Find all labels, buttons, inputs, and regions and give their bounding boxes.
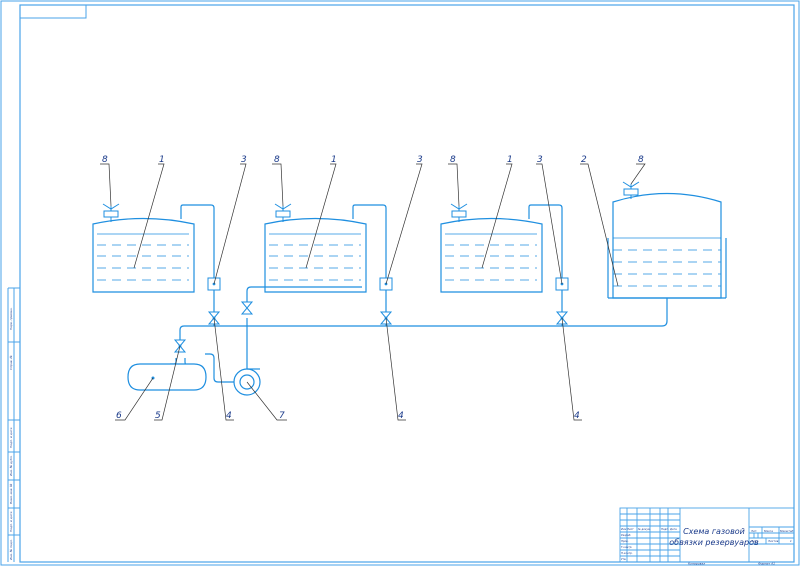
- tb-lit: Лит.: [750, 529, 758, 533]
- side-podp-data-1: Подп. и дата: [9, 511, 13, 532]
- label-1-c: 1: [507, 155, 513, 165]
- tb-list: Лист: [750, 539, 758, 543]
- side-inv-dubl: Инв. № дубл.: [9, 455, 13, 476]
- label-4-a: 4: [226, 411, 232, 421]
- label-3-b: 3: [417, 155, 423, 165]
- label-1-a: 1: [159, 155, 165, 165]
- tb-listov: Листов: [767, 539, 779, 543]
- tb-row-razrab: Разраб.: [621, 533, 631, 537]
- label-7: 7: [279, 411, 285, 421]
- side-podp-data-2: Подп. и дата: [9, 427, 13, 448]
- top-left-box: [20, 5, 87, 19]
- label-5: 5: [155, 411, 161, 421]
- tb-format: Формат А1: [758, 562, 775, 566]
- side-perv-primen: Перв. примен.: [9, 307, 13, 330]
- side-vzam-inv: Взам. инв. №: [9, 484, 13, 504]
- tb-massa: Масса: [764, 529, 773, 533]
- tank-1-b: [264, 217, 367, 293]
- tb-col-izm: Изм Лист: [621, 527, 634, 531]
- label-8-b: 8: [274, 155, 280, 165]
- tb-col-doc: № докум.: [637, 528, 651, 531]
- label-8-a: 8: [102, 155, 108, 165]
- label-3-a: 3: [241, 155, 247, 165]
- tank-2: [607, 192, 727, 299]
- label-8-d: 8: [638, 155, 644, 165]
- tb-count: 1: [790, 539, 792, 543]
- tb-kopiroval: Копировал: [688, 562, 705, 566]
- tank-1-c: [440, 217, 543, 293]
- tb-col-date: Дата: [669, 527, 677, 531]
- tank-1-a: [92, 217, 195, 293]
- label-8-c: 8: [450, 155, 456, 165]
- tb-title-line-2: обвязки резервуаров: [669, 538, 759, 547]
- tb-row-nkontr: Н.контр.: [621, 551, 633, 555]
- label-3-c: 3: [537, 155, 543, 165]
- position-labels: 8 8 8 8 1 1 1 3 3 3 2 4 4 4 5 6 7: [102, 155, 644, 421]
- tb-title-line-1: Схема газовой: [683, 527, 745, 536]
- valve-pump-suction: [240, 301, 254, 315]
- breather-valve-c: [450, 203, 468, 222]
- side-sprav: Справ. №: [9, 355, 13, 370]
- breather-valve-d: [622, 181, 640, 199]
- breather-valve-a: [102, 203, 120, 222]
- tb-masshtab: Масштаб: [780, 529, 794, 533]
- label-4-c: 4: [574, 411, 580, 421]
- label-1-b: 1: [331, 155, 337, 165]
- breather-valve-b: [274, 203, 292, 222]
- label-6: 6: [116, 411, 122, 421]
- tb-row-tkontr: Т.контр.: [621, 545, 632, 549]
- leader-lines: [100, 163, 646, 421]
- side-stamp: Перв. примен. Справ. № Подп. и дата Инв.…: [7, 287, 20, 562]
- tb-col-sign: Подп.: [661, 527, 669, 531]
- inner-frame: [19, 4, 795, 563]
- receiver: [127, 363, 207, 391]
- side-inv-podl: Инв. № подл.: [9, 539, 13, 560]
- label-4-b: 4: [398, 411, 404, 421]
- label-2: 2: [581, 155, 587, 165]
- tb-row-prov: Пров.: [621, 539, 629, 543]
- gas-piping: [170, 204, 668, 383]
- title-block: Изм Лист № докум. Подп. Дата Разраб. Про…: [619, 507, 795, 566]
- tb-row-utv: Утв.: [621, 557, 627, 561]
